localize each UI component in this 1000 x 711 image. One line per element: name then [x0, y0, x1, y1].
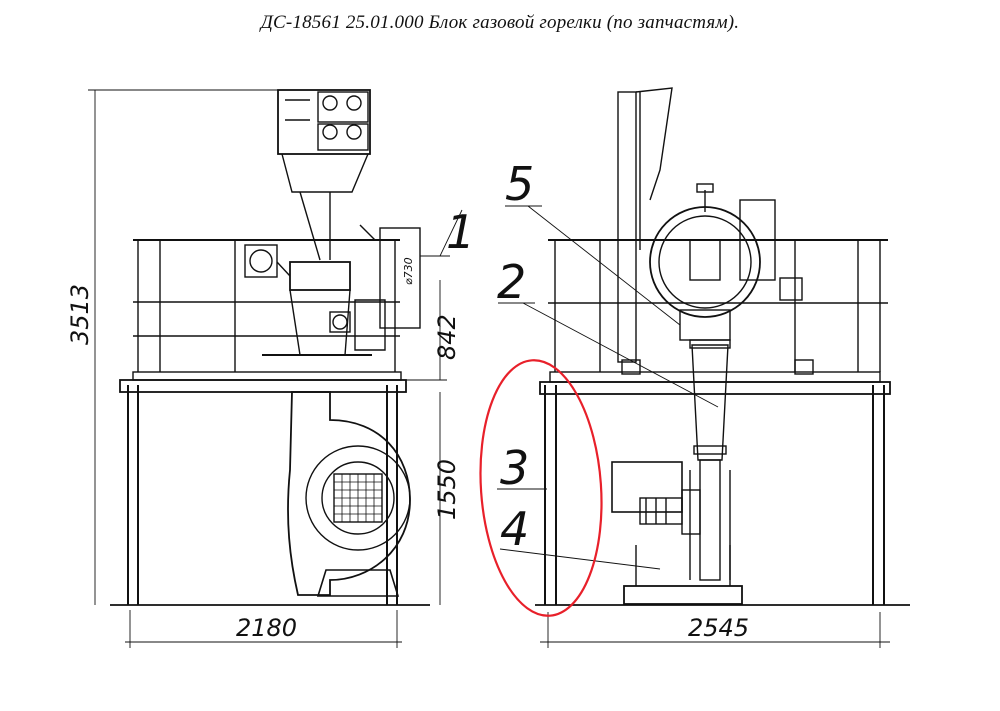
dim-lower-height: 1550: [433, 459, 461, 520]
highlight-ellipse: [479, 359, 603, 617]
dim-height-total: 3513: [66, 284, 94, 345]
callout-2: 2: [497, 255, 526, 309]
dim-width-right: 2545: [688, 614, 749, 642]
callout-3: 3: [500, 441, 529, 495]
left-view: [88, 89, 463, 648]
dim-diameter: ⌀730: [402, 257, 415, 285]
dim-width-left: 2180: [236, 614, 297, 642]
callout-5: 5: [505, 157, 534, 211]
drawing-title: ДС-18561 25.01.000 Блок газовой горелки …: [260, 12, 740, 33]
dim-upper-height: 842: [433, 314, 461, 360]
callout-4: 4: [500, 502, 529, 556]
callout-1: 1: [446, 205, 475, 259]
right-view: [497, 87, 910, 648]
